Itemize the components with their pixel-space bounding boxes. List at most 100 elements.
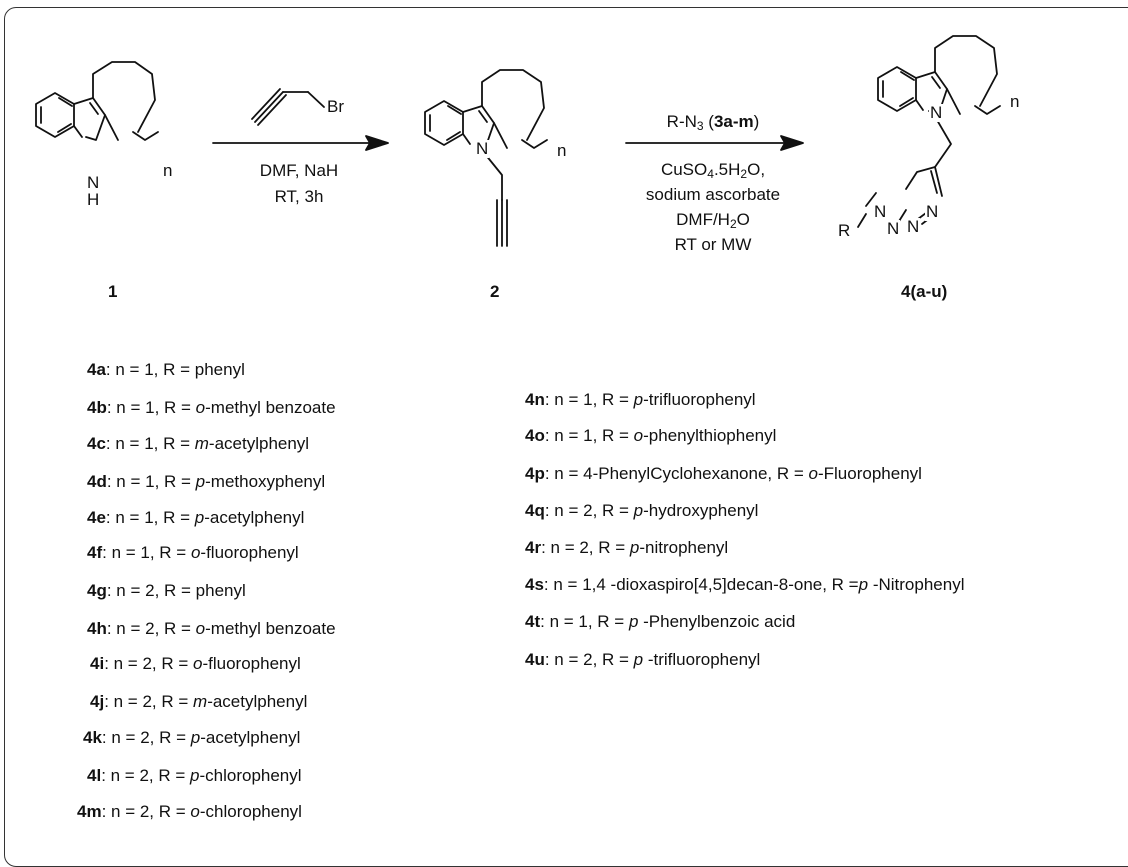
compound-id: 4g [87, 581, 107, 600]
compound-r-group: -methyl benzoate [205, 398, 336, 417]
arrow-2 [625, 135, 804, 151]
compound-2-n-index: n [557, 141, 567, 160]
triazole-n1: N [873, 202, 888, 221]
compound-position-prefix: o [195, 398, 206, 417]
compound-entry-4f: 4f: n = 1, R = o-fluorophenyl [87, 543, 299, 563]
compound-id: 4b [87, 398, 107, 417]
compound-r-group: -acetylphenyl [200, 728, 301, 747]
compound-entry-4n: 4n: n = 1, R = p-trifluorophenyl [525, 390, 756, 410]
step2-solvent: DMF/H2O [676, 210, 750, 231]
compound-r-group: -chlorophenyl [199, 802, 302, 821]
compound-n-value: : n = 1, R = [102, 543, 191, 562]
compound-n-value: : n = 1, R = [544, 390, 634, 409]
compound-entry-4d: 4d: n = 1, R = p-methoxyphenyl [87, 472, 325, 492]
compound-position-prefix: p [194, 508, 205, 527]
compound-id: 4r [525, 538, 542, 557]
step2-reductant: sodium ascorbate [645, 185, 781, 204]
compound-position-prefix: p [628, 612, 639, 631]
step2-temperature: RT or MW [674, 235, 752, 254]
compound-1-n-index: n [163, 161, 173, 180]
step1-condition-2: RT, 3h [274, 187, 324, 206]
compound-r-group: phenyl [195, 581, 246, 600]
compound-r-group: -trifluorophenyl [643, 650, 761, 669]
compound-id: 4m [77, 802, 102, 821]
compound-id: 4u [525, 650, 545, 669]
compound-r-group: phenyl [194, 360, 245, 379]
compound-r-group: -methoxyphenyl [205, 472, 326, 491]
compound-id: 4a [87, 360, 106, 379]
compound-entry-4p: 4p: n = 4-PhenylCyclohexanone, R = o-Flu… [525, 464, 922, 484]
compound-entry-4r: 4r: n = 2, R = p-nitrophenyl [525, 538, 728, 558]
compound-id: 4h [87, 619, 107, 638]
compound-id: 4p [525, 464, 545, 483]
compound-entry-4m: 4m: n = 2, R = o-chlorophenyl [77, 802, 302, 822]
compound-id: 4o [525, 426, 545, 445]
compound-position-prefix: o [633, 426, 644, 445]
compound-entry-4q: 4q: n = 2, R = p-hydroxyphenyl [525, 501, 758, 521]
compound-n-value: : n = 2, R = [544, 501, 634, 520]
compound-id: 4q [525, 501, 545, 520]
step2-azide: R-N3 (3a-m) [666, 112, 760, 133]
compound-r-group: -fluorophenyl [202, 654, 301, 673]
compound-4-nitrogen: N [929, 103, 944, 122]
compound-entry-4h: 4h: n = 2, R = o-methyl benzoate [87, 619, 336, 639]
compound-n-value: : n = 1, R = [105, 508, 195, 527]
compound-1-structure [35, 61, 159, 141]
compound-position-prefix: o [193, 654, 203, 673]
compound-2-nitrogen: N [475, 139, 490, 158]
step2-catalyst: CuSO4.5H2O, [660, 160, 766, 181]
compound-n-value: : n = 2, R = [101, 728, 191, 747]
step2-conditions: CuSO4.5H2O, sodium ascorbate DMF/H2O RT … [628, 160, 798, 255]
compound-1-hydrogen: H [87, 190, 100, 209]
triazole-r-group: R [838, 221, 851, 240]
step1-conditions: DMF, NaH RT, 3h [234, 161, 364, 207]
compound-label-2: 2 [490, 282, 500, 301]
compound-position-prefix: p [195, 472, 206, 491]
compound-entry-4s: 4s: n = 1,4 -dioxaspiro[4,5]decan-8-one,… [525, 575, 964, 595]
compound-id: 4s [525, 575, 544, 594]
compound-position-prefix: o [808, 464, 818, 483]
compound-id: 4f [87, 543, 103, 562]
compound-label-4: 4(a-u) [901, 282, 948, 301]
compound-id: 4k [83, 728, 102, 747]
triazole-n3: N [906, 217, 921, 236]
compound-r-group: -acetylphenyl [207, 692, 308, 711]
compound-position-prefix: p [190, 766, 200, 785]
compound-id: 4j [90, 692, 105, 711]
compound-r-group: -phenylthiophenyl [643, 426, 777, 445]
compound-n-value: : n = 1, R = [105, 360, 195, 379]
compound-id: 4n [525, 390, 545, 409]
compound-entry-4e: 4e: n = 1, R = p-acetylphenyl [87, 508, 304, 528]
compound-n-value: : n = 2, R = [104, 654, 194, 673]
compound-r-group: -acetylphenyl [204, 508, 305, 527]
propargyl-bromide-br: Br [327, 97, 344, 116]
compound-r-group: -methyl benzoate [205, 619, 336, 638]
compound-position-prefix: p [633, 390, 644, 409]
compound-n-value: : n = 1,4 -dioxaspiro[4,5]decan-8-one, R… [543, 575, 859, 594]
compound-id: 4i [90, 654, 105, 673]
compound-n-value: : n = 2, R = [104, 692, 194, 711]
compound-n-value: : n = 1, R = [540, 612, 629, 631]
compound-r-group: -chlorophenyl [199, 766, 302, 785]
compound-n-value: : n = 1, R = [544, 426, 634, 445]
compound-id: 4c [87, 434, 106, 453]
compound-position-prefix: p [633, 501, 644, 520]
compound-n-value: : n = 2, R = [544, 650, 634, 669]
compound-2-structure [424, 69, 548, 247]
compound-r-group: -fluorophenyl [200, 543, 299, 562]
compound-r-group: -Fluorophenyl [817, 464, 922, 483]
compound-r-group: -nitrophenyl [639, 538, 729, 557]
compound-entry-4c: 4c: n = 1, R = m-acetylphenyl [87, 434, 309, 454]
compound-r-group: -Nitrophenyl [868, 575, 965, 594]
compound-entry-4i: 4i: n = 2, R = o-fluorophenyl [90, 654, 301, 674]
compound-4-n-index: n [1010, 92, 1020, 111]
compound-n-value: : n = 2, R = [101, 766, 191, 785]
compound-r-group: -trifluorophenyl [643, 390, 756, 409]
compound-r-group: -acetylphenyl [208, 434, 310, 453]
compound-n-value: : n = 2, R = [101, 802, 191, 821]
compound-n-value: : n = 1, R = [105, 434, 195, 453]
compound-id: 4e [87, 508, 106, 527]
compound-n-value: : n = 2, R = [106, 581, 196, 600]
compound-label-1: 1 [108, 282, 118, 301]
compound-position-prefix: m [194, 434, 209, 453]
